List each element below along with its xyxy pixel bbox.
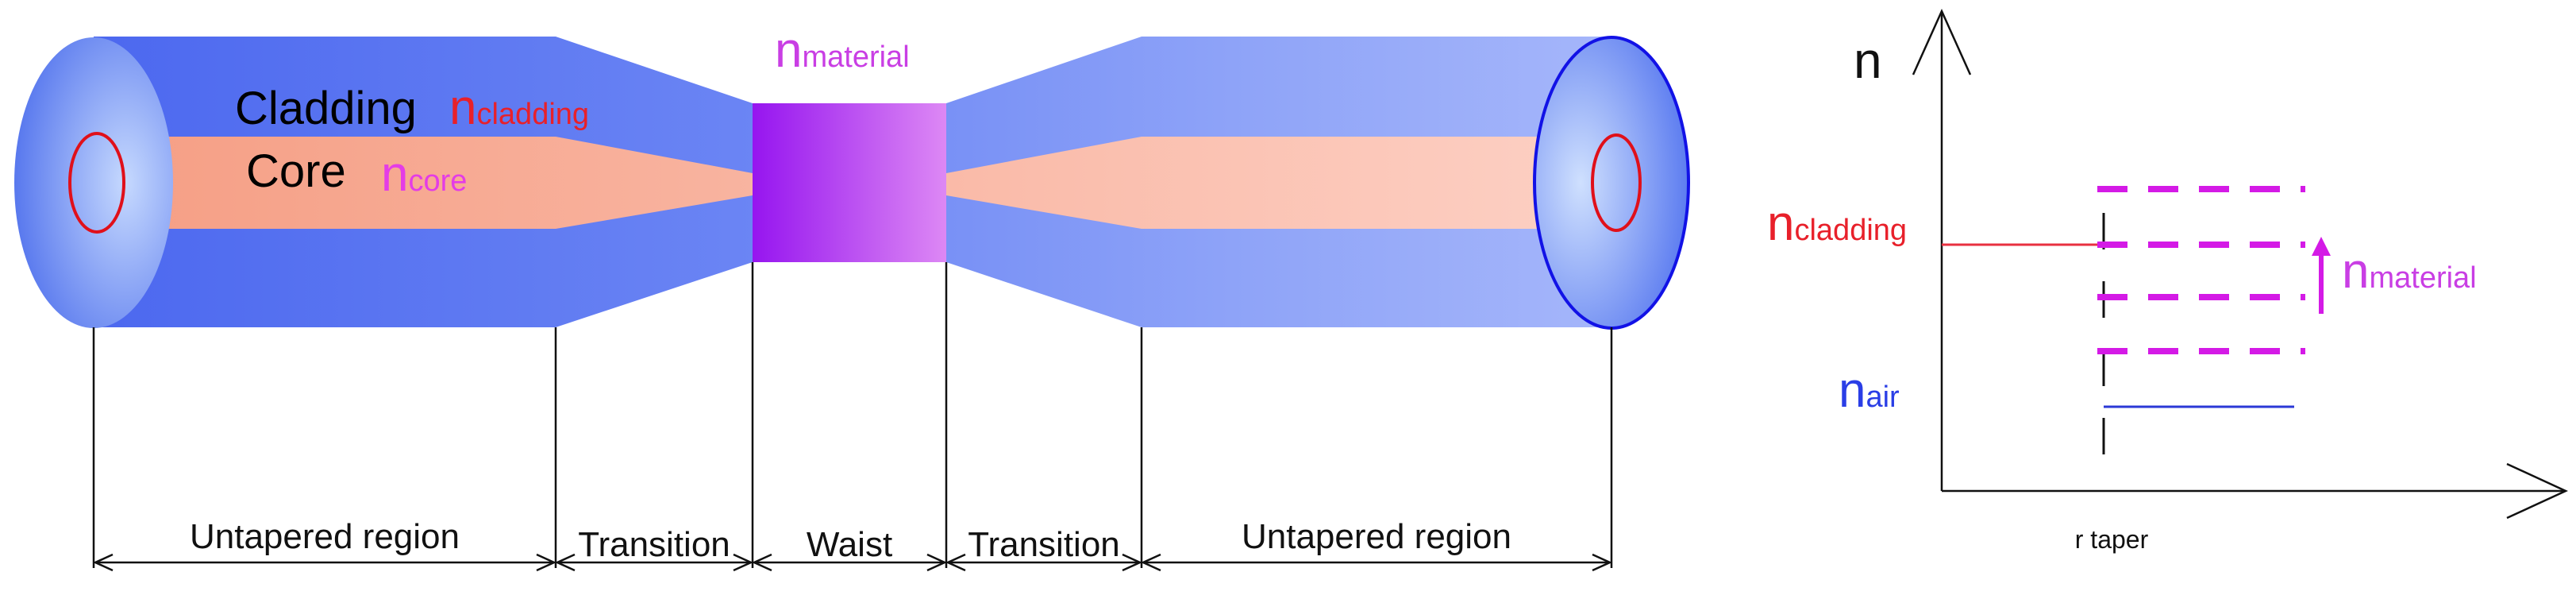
fiber-body (14, 36, 1690, 330)
right-core-outline (1591, 133, 1642, 232)
cladding-label: Cladding (235, 83, 417, 134)
region-waist: Waist (807, 525, 892, 564)
index-profile-plot: n r taper ncladding nair nmaterial (1767, 8, 2568, 554)
n-air-level-label: nair (1839, 363, 1900, 418)
n-material-range-label: nmaterial (2342, 244, 2477, 299)
material-range-arrowhead (2312, 237, 2331, 256)
region-untapered-left: Untapered region (190, 517, 460, 556)
region-transition-left: Transition (578, 525, 730, 564)
y-axis-label: n (1854, 32, 1882, 89)
profile-axes (1912, 8, 2568, 520)
n-cladding-level-label: ncladding (1767, 196, 1907, 251)
region-untapered-right: Untapered region (1242, 517, 1511, 556)
region-dimension-lines (92, 262, 1613, 572)
material-index-dashes (2097, 186, 2305, 354)
right-end-face (1533, 36, 1690, 330)
region-transition-right: Transition (968, 525, 1120, 564)
waist-material-block (753, 103, 946, 262)
core-label: Core (246, 145, 346, 197)
left-end-face (14, 37, 173, 328)
n-cladding-label: ncladding (449, 80, 589, 135)
n-core-label: ncore (381, 147, 467, 202)
x-axis-label: r taper (2075, 525, 2149, 554)
n-material-label: nmaterial (775, 23, 910, 78)
left-core-outline (68, 132, 125, 234)
